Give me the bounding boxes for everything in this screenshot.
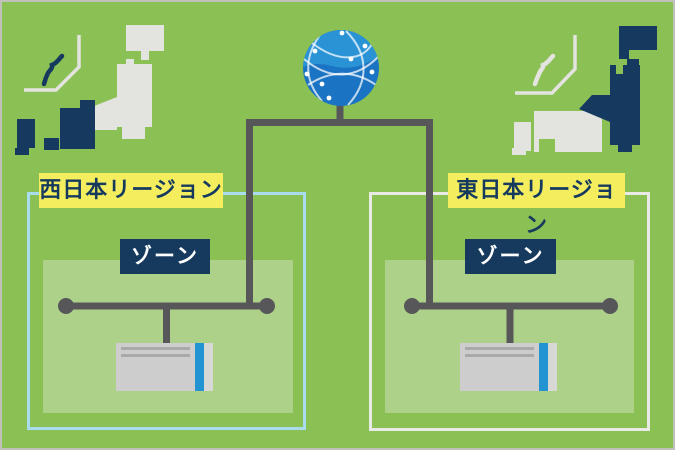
server-vent-line [121,347,190,350]
server-vent-line [465,354,534,357]
server-vent-line [465,347,534,350]
server-blue-stripe [195,343,204,391]
connector-node-dots [58,298,618,314]
server-icon-east [460,343,557,391]
globe-network-icon [303,30,379,106]
server-side-cap [548,343,557,391]
zone-label-west: ゾーン [120,239,210,274]
region-label-east: 東日本リージョン [448,173,625,238]
region-label-west: 西日本リージョン [39,173,223,208]
server-side-cap [204,343,213,391]
server-vent-line [121,354,190,357]
server-icon-west [116,343,213,391]
server-blue-stripe [539,343,548,391]
zone-label-east: ゾーン [465,239,556,274]
japan-map-east-highlighted-icon [512,26,657,155]
japan-map-west-highlighted-icon [15,25,164,155]
